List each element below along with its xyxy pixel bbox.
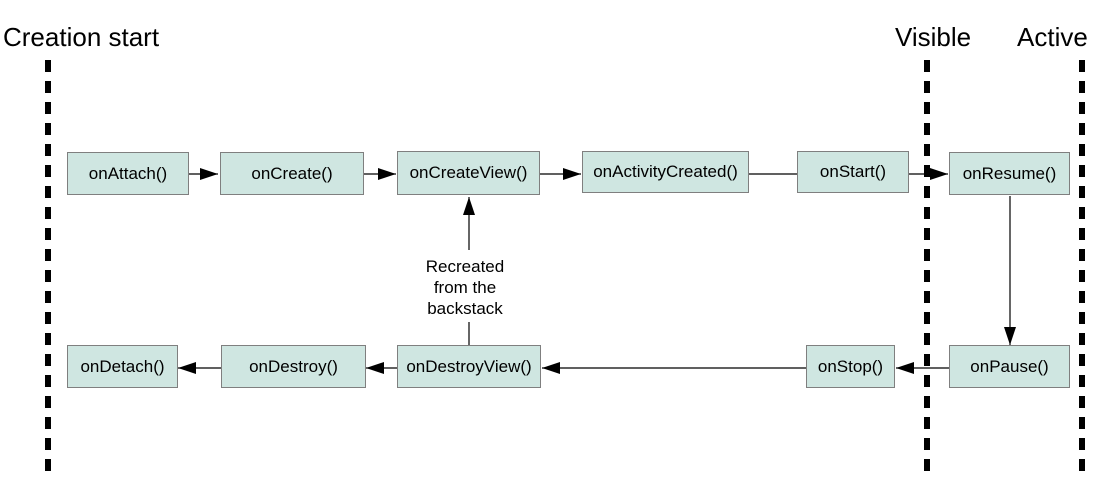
recreated-from-backstack-label: Recreated from the backstack bbox=[404, 256, 526, 319]
recreated-line-2: from the bbox=[433, 278, 497, 297]
on-create-view-node: onCreateView() bbox=[397, 151, 540, 195]
on-stop-node: onStop() bbox=[806, 345, 895, 388]
on-destroy-view-node: onDestroyView() bbox=[397, 345, 541, 388]
recreated-line-1: Recreated bbox=[425, 257, 505, 276]
on-create-node: onCreate() bbox=[220, 152, 364, 195]
visible-label: Visible bbox=[895, 22, 972, 52]
on-pause-node: onPause() bbox=[949, 345, 1070, 388]
on-start-node: onStart() bbox=[797, 151, 909, 193]
on-destroy-node: onDestroy() bbox=[221, 345, 366, 388]
on-activity-created-node: onActivityCreated() bbox=[582, 151, 749, 193]
active-label: Active bbox=[1017, 22, 1088, 52]
on-detach-node: onDetach() bbox=[67, 345, 178, 388]
creation-start-label: Creation start bbox=[3, 22, 160, 52]
recreated-line-3: backstack bbox=[427, 299, 503, 318]
on-attach-node: onAttach() bbox=[67, 152, 189, 195]
on-resume-node: onResume() bbox=[949, 152, 1070, 195]
